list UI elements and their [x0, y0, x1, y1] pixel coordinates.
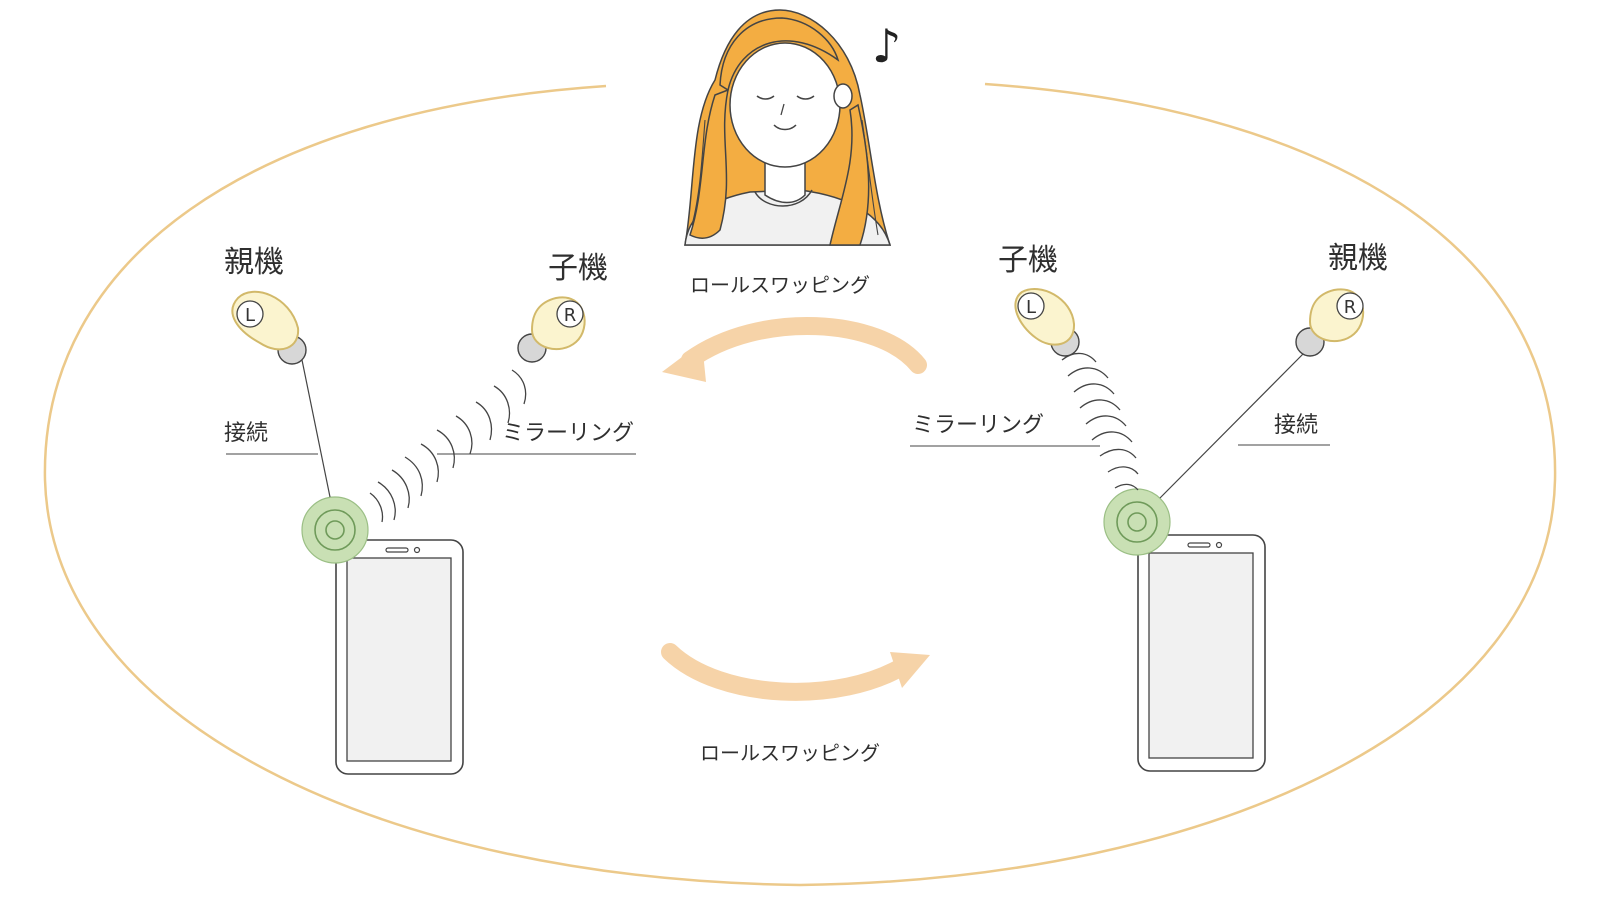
left-slave-label: 子機 [548, 251, 608, 286]
music-note-icon: ♪ [872, 19, 901, 73]
left-bluetooth-connector [301, 496, 369, 564]
right-panel-l-letter: L [1026, 297, 1036, 318]
right-panel-l-earbud-icon [1014, 287, 1080, 357]
right-connection-line [1159, 351, 1306, 499]
right-connect-label: 接続 [1274, 413, 1318, 438]
left-panel-r-earbud-icon [517, 296, 586, 363]
left-mirroring-label: ミラーリング [502, 421, 634, 446]
left-master-label: 親機 [224, 245, 284, 280]
outer-ellipse-left-arc [43, 82, 1557, 887]
left-mirroring-waves [369, 369, 527, 523]
role-swap-arrow-top [662, 316, 927, 382]
left-smartphone [335, 539, 464, 775]
left-panel-r-letter: R [564, 305, 577, 326]
right-mirroring-label: ミラーリング [912, 413, 1044, 438]
woman-listening-illustration [684, 9, 892, 246]
role-swap-label-bottom: ロールスワッピング [700, 741, 880, 765]
left-connect-label: 接続 [224, 421, 268, 446]
role-swap-arrow-bottom [661, 643, 930, 701]
role-swap-label-top: ロールスワッピング [690, 273, 870, 297]
right-slave-label: 子機 [998, 243, 1058, 278]
right-mirroring-waves [1061, 352, 1139, 491]
right-panel-r-earbud-icon [1295, 288, 1365, 357]
right-panel-r-letter: R [1344, 297, 1357, 318]
left-panel-l-letter: L [245, 305, 255, 326]
right-master-label: 親機 [1328, 241, 1388, 276]
left-connection-line [301, 359, 331, 498]
right-bluetooth-connector [1103, 488, 1171, 556]
left-panel-l-earbud-icon [231, 290, 307, 365]
right-smartphone [1137, 534, 1266, 772]
